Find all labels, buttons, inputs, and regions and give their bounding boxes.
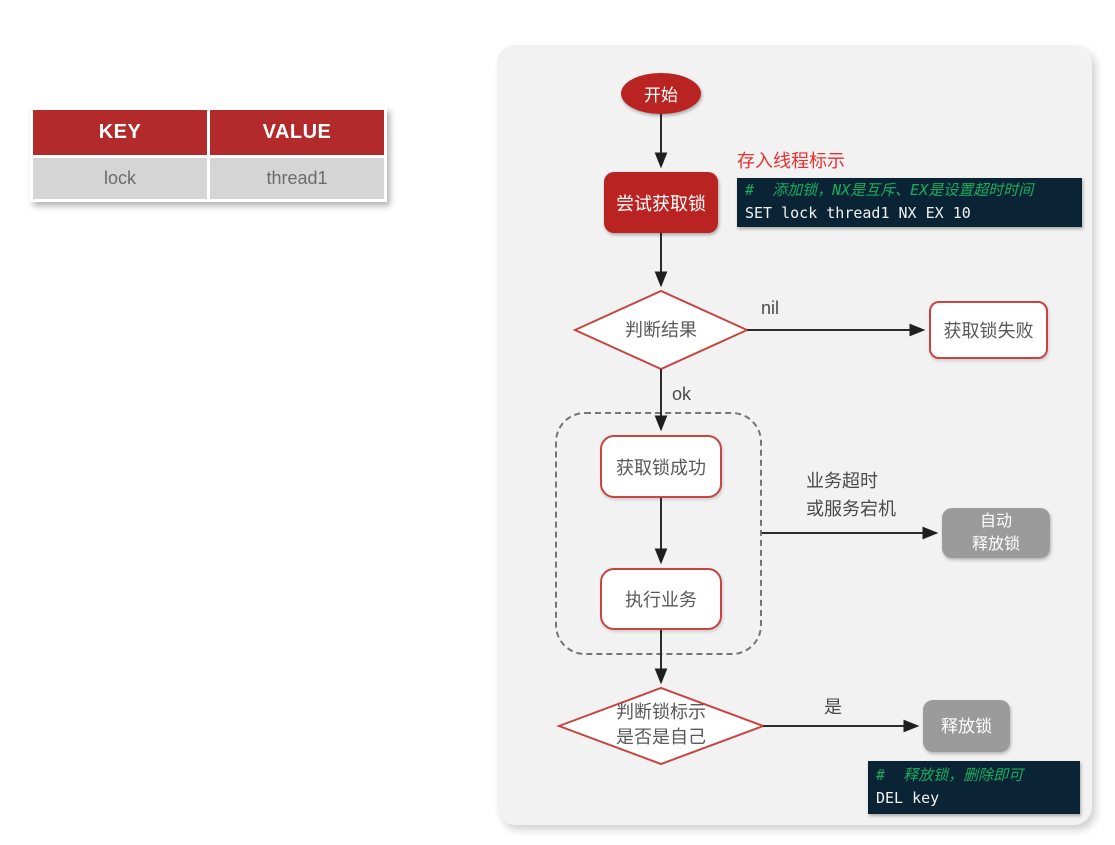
- set-command-code-block: # 添加锁，NX是互斥、EX是设置超时时间 SET lock thread1 N…: [737, 178, 1082, 227]
- release-lock-node: 释放锁: [923, 700, 1010, 752]
- auto-release-line2: 释放锁: [971, 536, 1020, 553]
- set-code-command: SET lock thread1 NX EX 10: [745, 204, 971, 222]
- judge-result-label: 判断结果: [625, 320, 697, 340]
- kv-header-row: KEY VALUE: [33, 110, 384, 155]
- judge-owner-label: 判断锁标示 是否是自己: [591, 700, 731, 750]
- lock-failed-node: 获取锁失败: [929, 301, 1048, 359]
- edge-label-ok: ok: [672, 384, 692, 404]
- set-code-comment: # 添加锁，NX是互斥、EX是设置超时时间: [745, 181, 1034, 199]
- kv-header-value: VALUE: [210, 110, 384, 155]
- auto-release-line1: 自动: [979, 513, 1012, 530]
- kv-cell-value: thread1: [210, 158, 384, 199]
- critical-section-dashed-box: [555, 412, 762, 655]
- annotation-store-thread-label: 存入线程标示: [737, 151, 845, 171]
- start-node: 开始: [621, 73, 701, 114]
- edge-label-timeout-line2: 或服务宕机: [806, 499, 896, 519]
- kv-header-key: KEY: [33, 110, 207, 155]
- judge-owner-line2: 是否是自己: [616, 727, 706, 747]
- flow-wires-svg: [556, 114, 939, 766]
- edge-label-timeout: 业务超时 或服务宕机: [806, 467, 896, 523]
- try-lock-node: 尝试获取锁: [604, 172, 718, 233]
- auto-release-node: 自动 释放锁: [942, 508, 1050, 558]
- kv-data-row: lock thread1: [33, 158, 384, 199]
- kv-cell-key: lock: [33, 158, 207, 199]
- run-business-node: 执行业务: [600, 568, 722, 630]
- flowchart-panel: 开始 尝试获取锁 存入线程标示 # 添加锁，NX是互斥、EX是设置超时时间 SE…: [497, 45, 1092, 825]
- redis-kv-table: KEY VALUE lock thread1: [30, 107, 387, 202]
- edge-label-timeout-line1: 业务超时: [806, 471, 878, 491]
- del-code-command: DEL key: [876, 789, 940, 807]
- edge-label-nil: nil: [761, 298, 780, 318]
- lock-success-node: 获取锁成功: [600, 435, 722, 498]
- del-code-comment: # 释放锁，删除即可: [876, 766, 1024, 784]
- judge-owner-line1: 判断锁标示: [616, 702, 706, 722]
- del-command-code-block: # 释放锁，删除即可 DEL key: [868, 761, 1080, 814]
- edge-label-yes: 是: [824, 697, 842, 717]
